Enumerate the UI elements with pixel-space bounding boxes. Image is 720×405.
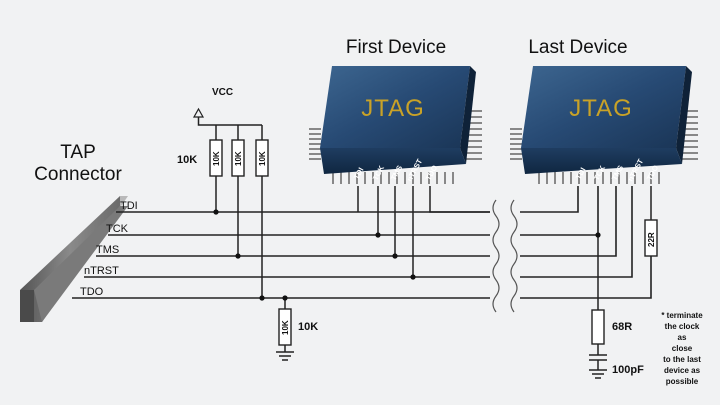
pullup-resistor-tms-label: 10K [234, 151, 243, 166]
junction-dot [410, 274, 416, 280]
junction-dot [259, 295, 265, 301]
last-chip-label: JTAG [569, 95, 633, 122]
note-line: device as [664, 366, 701, 375]
first-device-connections [377, 186, 490, 277]
first-chip-right-face [460, 66, 476, 164]
capacitor-label: 100pF [612, 364, 644, 376]
signal-label-ntrst: nTRST [84, 265, 119, 277]
junction-dot [213, 209, 219, 215]
last-chip-pins-bottom [538, 172, 660, 184]
note-line: to the last [663, 355, 701, 364]
tdo-line-last [520, 256, 652, 299]
pullup-resistor-tdo-label: 10K [258, 151, 267, 166]
note-line: * terminate [661, 311, 703, 320]
signal-label-tms: TMS [96, 244, 119, 256]
termination-resistor [591, 309, 605, 345]
signal-label-tck: TCK [106, 223, 129, 235]
tap-connector-face [34, 206, 128, 322]
signal-lines [72, 186, 652, 299]
first-chip-label: JTAG [361, 95, 425, 122]
termination-resistor-label: 68R [612, 321, 632, 333]
pulldown-resistor [278, 308, 292, 346]
signal-label-tdi: TDI [120, 200, 138, 212]
break-mark-right [510, 199, 518, 313]
junction-dot [392, 253, 398, 259]
junction-dot [375, 232, 381, 238]
last-chip-front-face [521, 148, 682, 174]
signal-label-tdo: TDO [80, 286, 104, 298]
pullup-resistor-tdi-label: 10K [212, 151, 221, 166]
ntrst-line-last [520, 186, 633, 278]
first-chip-pins-left [309, 128, 321, 160]
last-chip-pins-left [510, 128, 522, 160]
first-chip-pins-bottom [332, 172, 454, 184]
note-line: possible [666, 377, 699, 386]
tap-connector-title-line1: TAP [60, 142, 96, 163]
break-mark-left [492, 199, 500, 313]
series-resistor-label: 22R [647, 232, 656, 247]
pulldown-resistor-label: 10K [281, 320, 290, 335]
last-device-chip: JTAG TDI TCK TMS nTRST TDO [510, 66, 698, 184]
first-chip-front-face [320, 148, 466, 174]
note-line: close [672, 344, 693, 353]
first-device-title: First Device [346, 37, 446, 58]
junction-dot [595, 232, 601, 238]
vcc-rail [197, 117, 263, 140]
junction-dots [213, 209, 601, 301]
first-chip-pins-right [466, 110, 482, 160]
pullup-resistor-wires [215, 176, 263, 298]
note-line: the clock [665, 322, 700, 331]
termination-note: * terminate the clock as close to the la… [661, 311, 703, 386]
tap-connector-side-face [20, 290, 34, 322]
pullup-side-label: 10K [177, 154, 197, 166]
tap-connector-title-line2: Connector [34, 164, 122, 185]
first-device-chip: JTAG TDI TCK TMS nTRST TDO [309, 66, 482, 184]
vcc-supply [192, 107, 263, 140]
vcc-arrow-icon [192, 107, 205, 118]
pulldown-side-label: 10K [298, 321, 318, 333]
last-device-title: Last Device [528, 37, 627, 58]
last-chip-pin-tdo: TDO [645, 164, 660, 182]
tms-line-last [520, 186, 617, 257]
last-chip-right-face [676, 66, 692, 164]
tdi-line-last [520, 186, 579, 213]
vcc-label: VCC [212, 87, 233, 98]
pulldown-wire [276, 298, 294, 361]
tck-line-last [520, 186, 599, 236]
junction-dot [235, 253, 241, 259]
termination-wires [589, 235, 607, 379]
first-chip-top-face [320, 66, 470, 148]
note-line: as [678, 333, 687, 342]
chain-break-marks [492, 199, 518, 313]
junction-dot [282, 295, 288, 301]
last-chip-pins-right [682, 110, 698, 160]
last-chip-top-face [521, 66, 686, 148]
tap-connector [20, 196, 128, 322]
